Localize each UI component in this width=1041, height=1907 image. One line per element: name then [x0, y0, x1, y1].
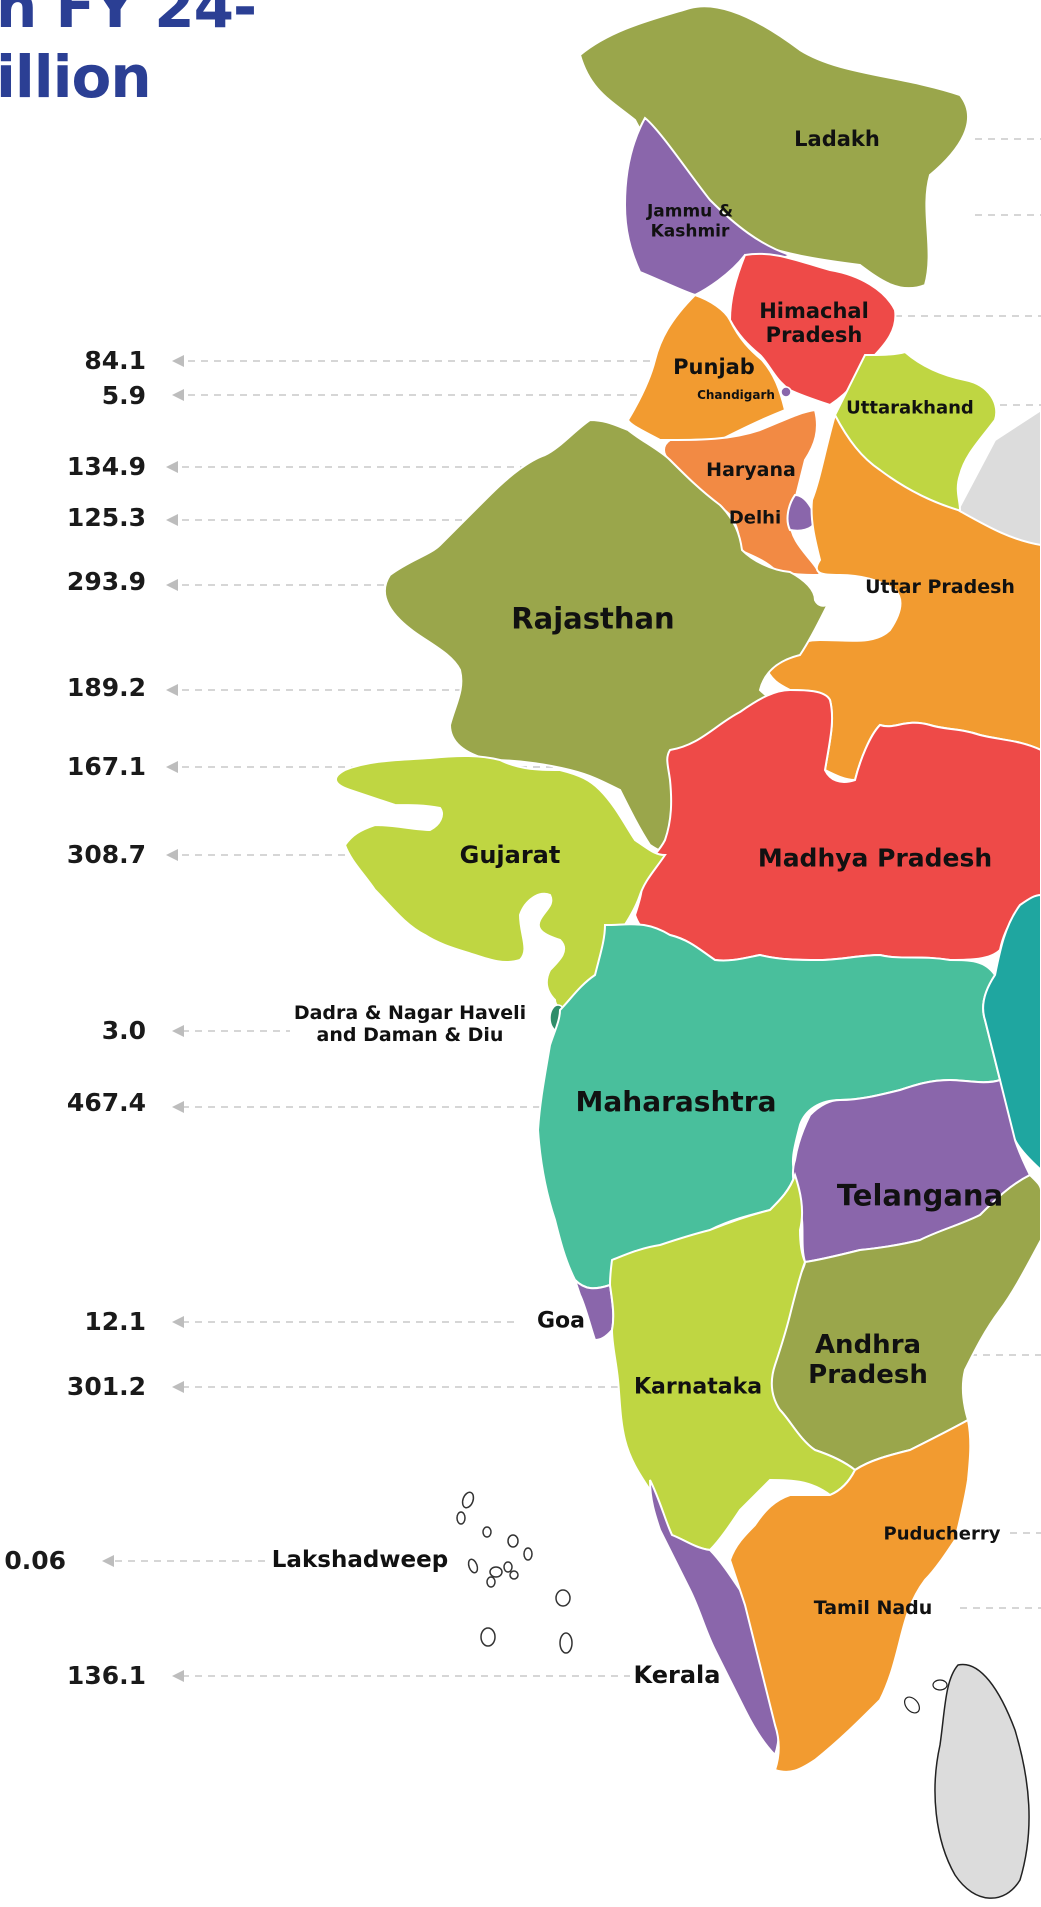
- label-jk-line1: Jammu &: [646, 201, 734, 222]
- label-dnh-line2: and Daman & Diu: [316, 1024, 504, 1046]
- label-himachal-pradesh: Himachal Pradesh: [759, 299, 869, 347]
- arrow-icon: [166, 684, 178, 696]
- island-icon: [461, 1491, 475, 1509]
- island-icon: [904, 1696, 920, 1714]
- island-icon: [555, 1589, 571, 1607]
- arrow-icon: [166, 514, 178, 526]
- label-lakshadweep: Lakshadweep: [271, 1546, 449, 1573]
- arrow-icon: [172, 1025, 184, 1037]
- state-tamil-nadu: [728, 1418, 972, 1773]
- label-madhya-pradesh: Madhya Pradesh: [757, 843, 993, 873]
- state-maharashtra: [536, 923, 1002, 1290]
- label-hp-line1: Himachal: [759, 298, 869, 323]
- label-punjab: Punjab: [673, 354, 755, 379]
- arrow-icon: [166, 579, 178, 591]
- arrow-icon: [172, 1670, 184, 1682]
- title-line-2: illion: [0, 43, 152, 111]
- arrow-icon: [172, 1101, 184, 1113]
- label-ladakh: Ladakh: [794, 126, 880, 151]
- label-ap-line1: Andhra: [814, 1330, 922, 1361]
- value-maharashtra: 467.4: [66, 1088, 146, 1117]
- state-jammu-kashmir: [623, 116, 793, 297]
- label-dnh-line1: Dadra & Nagar Haveli: [293, 1002, 527, 1025]
- value-gujarat: 308.7: [66, 840, 146, 869]
- value-chandigarh: 5.9: [101, 381, 146, 410]
- island-icon: [486, 1576, 496, 1588]
- label-goa: Goa: [536, 1308, 586, 1334]
- value-goa: 12.1: [84, 1307, 146, 1336]
- label-uttarakhand: Uttarakhand: [846, 397, 974, 419]
- arrow-icon: [166, 849, 178, 861]
- island-icon: [467, 1558, 479, 1574]
- state-madhya-pradesh: [633, 688, 1041, 962]
- value-kerala: 136.1: [66, 1661, 146, 1690]
- label-tamil-nadu: Tamil Nadu: [813, 1597, 933, 1620]
- island-icon: [503, 1561, 513, 1573]
- island-icon: [523, 1547, 533, 1561]
- value-delhi: 125.3: [66, 503, 146, 532]
- label-delhi: Delhi: [728, 507, 782, 529]
- label-telangana: Telangana: [836, 1178, 1004, 1213]
- label-kerala: Kerala: [633, 1661, 721, 1690]
- chandigarh-marker: [780, 386, 792, 398]
- label-chandigarh: Chandigarh: [697, 388, 775, 403]
- island-icon: [480, 1627, 496, 1647]
- value-rajasthan: 293.9: [66, 567, 146, 596]
- sri-lanka-region: [934, 1663, 1030, 1899]
- arrow-icon: [102, 1555, 114, 1567]
- value-row-189: 189.2: [66, 673, 146, 702]
- arrow-icon: [166, 761, 178, 773]
- island-icon: [509, 1570, 519, 1580]
- label-jammu-kashmir: Jammu & Kashmir: [647, 202, 733, 241]
- arrow-icon: [172, 1381, 184, 1393]
- island-icon: [456, 1511, 466, 1525]
- value-punjab: 84.1: [84, 346, 146, 375]
- island-icon: [482, 1526, 492, 1538]
- label-haryana: Haryana: [706, 459, 796, 482]
- label-jk-line2: Kashmir: [650, 221, 730, 241]
- state-gujarat: [335, 754, 667, 1012]
- value-haryana: 134.9: [66, 452, 146, 481]
- island-icon: [932, 1679, 948, 1691]
- arrow-icon: [166, 461, 178, 473]
- arrow-heads: [102, 355, 184, 1682]
- leader-lines-right: [895, 138, 1041, 1609]
- label-karnataka: Karnataka: [633, 1374, 763, 1400]
- island-icon: [559, 1632, 573, 1654]
- value-karnataka: 301.2: [66, 1372, 146, 1401]
- label-ap-line2: Pradesh: [808, 1360, 928, 1390]
- lakshadweep-islands: [456, 1491, 573, 1654]
- label-rajasthan: Rajasthan: [511, 601, 675, 636]
- state-delhi: [786, 493, 817, 532]
- arrow-icon: [172, 355, 184, 367]
- value-dnh-dd: 3.0: [101, 1016, 146, 1045]
- arrow-icon: [172, 1316, 184, 1328]
- island-icon: [489, 1566, 503, 1578]
- label-hp-line2: Pradesh: [765, 323, 863, 347]
- label-gujarat: Gujarat: [459, 841, 561, 870]
- label-uttar-pradesh: Uttar Pradesh: [865, 576, 1015, 599]
- value-row-167: 167.1: [66, 752, 146, 781]
- title-line-1: n FY 24-: [0, 0, 257, 41]
- island-icon: [507, 1534, 519, 1548]
- label-dnh-dd: Dadra & Nagar Haveli and Daman & Diu: [293, 1002, 527, 1047]
- label-puducherry: Puducherry: [883, 1523, 1001, 1545]
- value-lakshadweep: 0.06: [4, 1546, 66, 1575]
- arrow-icon: [172, 389, 184, 401]
- label-maharashtra: Maharashtra: [575, 1084, 777, 1118]
- label-andhra-pradesh: Andhra Pradesh: [808, 1330, 928, 1391]
